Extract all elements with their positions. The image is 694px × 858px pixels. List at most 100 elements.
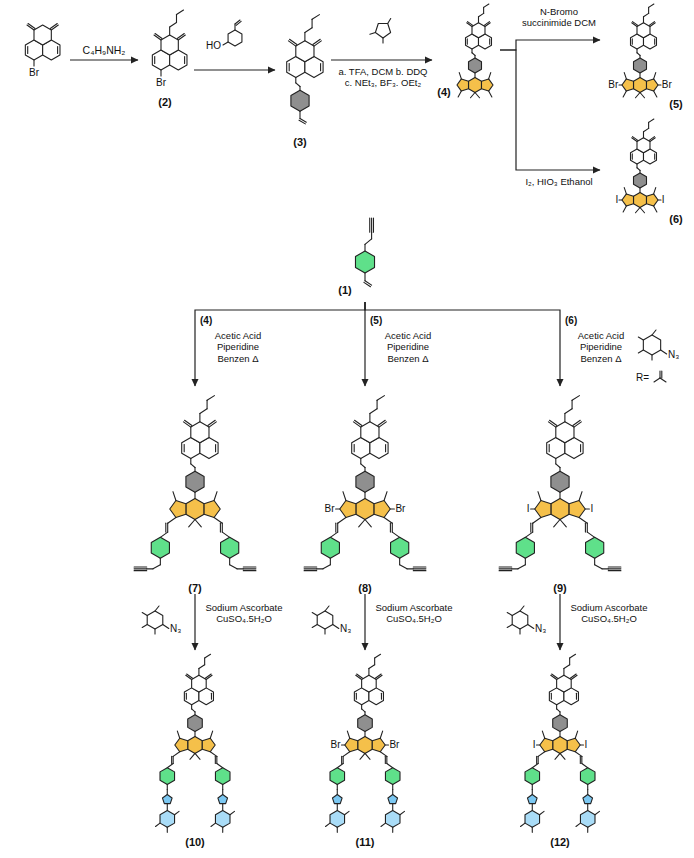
- triazole-ring: [332, 795, 342, 804]
- styryl-phenyl-ring: [215, 768, 230, 785]
- reagent-label: Acetic Acid Piperidine Benzen Δ: [370, 330, 446, 364]
- bond-line: [337, 827, 338, 832]
- bond-line: [336, 508, 340, 509]
- molecule-drawing: [304, 396, 426, 571]
- molecule-drawing: [152, 10, 187, 76]
- bond-line: [165, 523, 166, 532]
- atom-label: I: [527, 503, 530, 515]
- bond-line: [573, 420, 580, 425]
- bond-line: [550, 420, 557, 425]
- bond-line: [229, 558, 230, 564]
- bond-line: [364, 282, 371, 286]
- bond-line: [199, 665, 205, 669]
- bond-line: [585, 523, 586, 532]
- reactant-number: (6): [565, 315, 577, 327]
- bond-line: [661, 371, 662, 378]
- bond-line: [392, 790, 393, 795]
- bond-line: [323, 565, 330, 569]
- pyrrole-ring: [374, 501, 390, 518]
- atom-label: Br: [389, 739, 399, 751]
- bond-line: [369, 665, 375, 669]
- phenyl-ring: [469, 58, 482, 73]
- bond-line: [365, 520, 371, 527]
- bond-line: [489, 73, 491, 79]
- reagent-drawing: [223, 20, 242, 46]
- bond-line: [142, 613, 147, 616]
- bond-line: [472, 53, 475, 56]
- molecule-drawing: [619, 4, 661, 98]
- bond-line: [643, 128, 648, 131]
- reaction-arrow: [70, 59, 138, 60]
- bond-line: [532, 784, 533, 789]
- bond-line: [313, 39, 320, 44]
- bond-line: [192, 709, 195, 712]
- bond-line: [371, 218, 372, 232]
- compound-node: (12)II: [505, 650, 615, 854]
- bond-line: [533, 517, 541, 523]
- styryl-phenyl-ring: [160, 768, 175, 785]
- bond-line: [608, 570, 621, 571]
- pyrrole-ring: [345, 738, 358, 752]
- bond-line: [345, 811, 349, 814]
- bond-line: [400, 811, 404, 814]
- bond-line: [330, 532, 337, 537]
- bond-line: [194, 732, 195, 737]
- bond-line: [236, 21, 241, 25]
- bond-line: [540, 811, 544, 814]
- bond-line: [518, 565, 525, 569]
- bond-line: [134, 568, 147, 569]
- bond-line: [186, 693, 187, 699]
- bond-line: [359, 520, 365, 527]
- bond-line: [640, 93, 645, 98]
- atom-label: I: [590, 503, 593, 515]
- reagent-label: Acetic Acid Piperidine Benzen Δ: [565, 330, 637, 364]
- bond-line: [134, 570, 147, 571]
- bond-line: [364, 273, 365, 281]
- compound-node: (8)BrBr: [296, 386, 434, 594]
- bond-line: [337, 523, 338, 532]
- bond-line: [623, 206, 626, 212]
- bond-line: [170, 23, 177, 28]
- bond-line: [413, 567, 426, 568]
- bond-line: [299, 87, 300, 91]
- sugar-ring: [160, 811, 175, 828]
- bond-line: [243, 567, 256, 568]
- pyrrole-ring: [170, 501, 186, 518]
- bond-line: [173, 752, 180, 757]
- bond-line: [532, 763, 538, 767]
- bond-line: [220, 523, 221, 532]
- bond-line: [580, 744, 583, 745]
- compound-number: (8): [358, 582, 371, 595]
- bond-line: [637, 168, 640, 171]
- triazole-ring: [583, 795, 593, 804]
- bond-line: [375, 654, 381, 658]
- bond-line: [512, 568, 518, 569]
- bond-line: [371, 232, 372, 239]
- bond-line: [619, 84, 622, 85]
- bond-line: [652, 330, 656, 335]
- bond-line: [385, 444, 386, 451]
- sugar-azide-drawing: [507, 606, 534, 634]
- bond-line: [28, 24, 35, 29]
- pyrrole-ring: [204, 501, 220, 518]
- bond-line: [507, 625, 512, 628]
- bond-line: [337, 763, 343, 767]
- bond-line: [223, 42, 228, 45]
- bond-line: [458, 91, 461, 97]
- bond-line: [649, 22, 654, 26]
- bond-line: [333, 625, 339, 629]
- compound-number: (1): [338, 284, 351, 297]
- bond-line: [530, 523, 531, 532]
- bond-line: [312, 15, 319, 20]
- bond-line: [204, 658, 205, 665]
- bond-line: [563, 669, 564, 676]
- bond-line: [337, 804, 338, 811]
- bond-line: [384, 517, 392, 523]
- compound-node: (10): [140, 650, 250, 854]
- bond-line: [167, 763, 173, 767]
- bond-line: [167, 784, 168, 789]
- pyrrole-ring: [202, 738, 215, 752]
- compound-number: (7): [188, 582, 201, 595]
- bond-line: [654, 39, 655, 44]
